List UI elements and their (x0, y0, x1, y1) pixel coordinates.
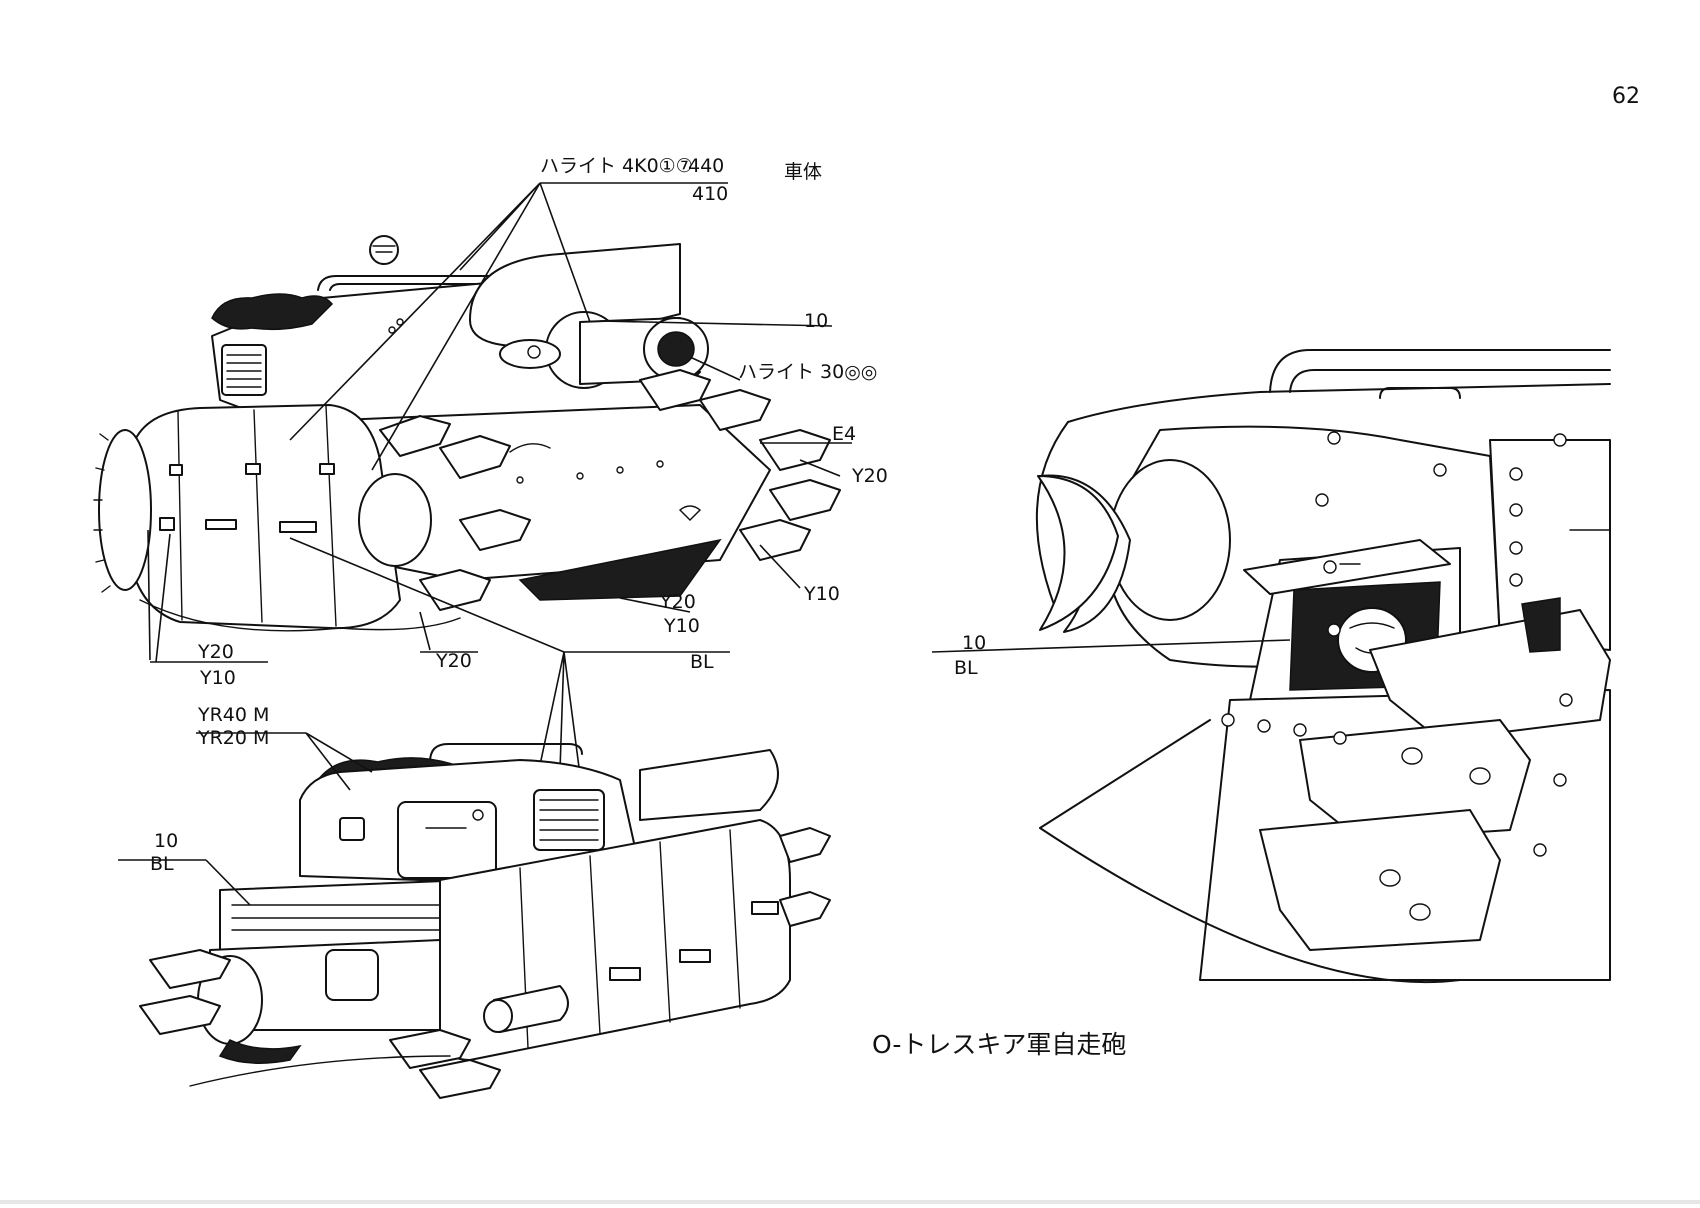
svg-text:YR40 M: YR40 M (197, 704, 269, 726)
rear-view-tank (139, 743, 831, 1099)
exhaust-muffler-icon (483, 985, 569, 1033)
callout-hull-top: ハライト 4K0①⑦ 440 410 車体 (540, 155, 822, 205)
callout-closeup: 10 BL (954, 632, 986, 679)
leader-line-closeup (931, 639, 1291, 653)
svg-text:ハライト 4K0①⑦: ハライト 4K0①⑦ (540, 155, 693, 177)
vent-louver-icon (533, 789, 605, 851)
crew-head-icon (369, 235, 399, 265)
svg-text:Y20: Y20 (197, 641, 234, 663)
scan-edge (0, 1200, 1700, 1204)
closeup-view (1035, 349, 1611, 984)
callout-belly: Y20 Y10 (659, 591, 700, 637)
callout-gun-bore: ハライト 30◎◎ (738, 361, 877, 383)
svg-text:車体: 車体 (784, 161, 822, 183)
gun-barrel-icon (469, 243, 709, 389)
gun-mouth-icon (1037, 475, 1119, 631)
callout-rear-top: YR40 M YR20 M (197, 704, 269, 749)
svg-text:440: 440 (688, 155, 724, 177)
callout-bottom-track: Y20 (435, 650, 472, 672)
camouflage-net-icon (211, 293, 334, 331)
svg-text:10: 10 (154, 830, 178, 852)
callout-center-bl: BL (690, 651, 714, 673)
callout-front-plate: Y20 Y10 (197, 641, 236, 689)
rear-hatch-icon (397, 801, 497, 879)
svg-text:Y20: Y20 (659, 591, 696, 613)
svg-text:YR20 M: YR20 M (197, 727, 269, 749)
rivets (388, 318, 664, 484)
rivets (1221, 431, 1573, 857)
drive-sprocket-icon (93, 429, 152, 593)
callout-track-right: Y20 (851, 465, 888, 487)
svg-text:10: 10 (962, 632, 986, 654)
caption: O-トレスキア軍自走砲 (872, 1030, 1126, 1059)
svg-text:410: 410 (692, 183, 728, 205)
svg-text:Y10: Y10 (199, 667, 236, 689)
page-number: 62 (1612, 84, 1640, 109)
callout-gun-muzzle: 10 (804, 310, 828, 332)
callout-track-top: E4 (832, 423, 856, 445)
leader-lines-rear (118, 732, 373, 906)
track-links-icon (139, 827, 831, 1099)
svg-text:Y10: Y10 (663, 615, 700, 637)
front-view-tank (93, 235, 841, 632)
svg-text:BL: BL (150, 853, 174, 875)
leader-lines-front (147, 182, 852, 776)
svg-text:BL: BL (954, 657, 978, 679)
front-armor-plate (129, 404, 401, 630)
callout-track-lower: Y10 (803, 583, 840, 605)
vision-slot-icons (121, 463, 335, 533)
vent-louver-icon (221, 344, 267, 396)
callout-rear-left: 10 BL (150, 830, 178, 875)
